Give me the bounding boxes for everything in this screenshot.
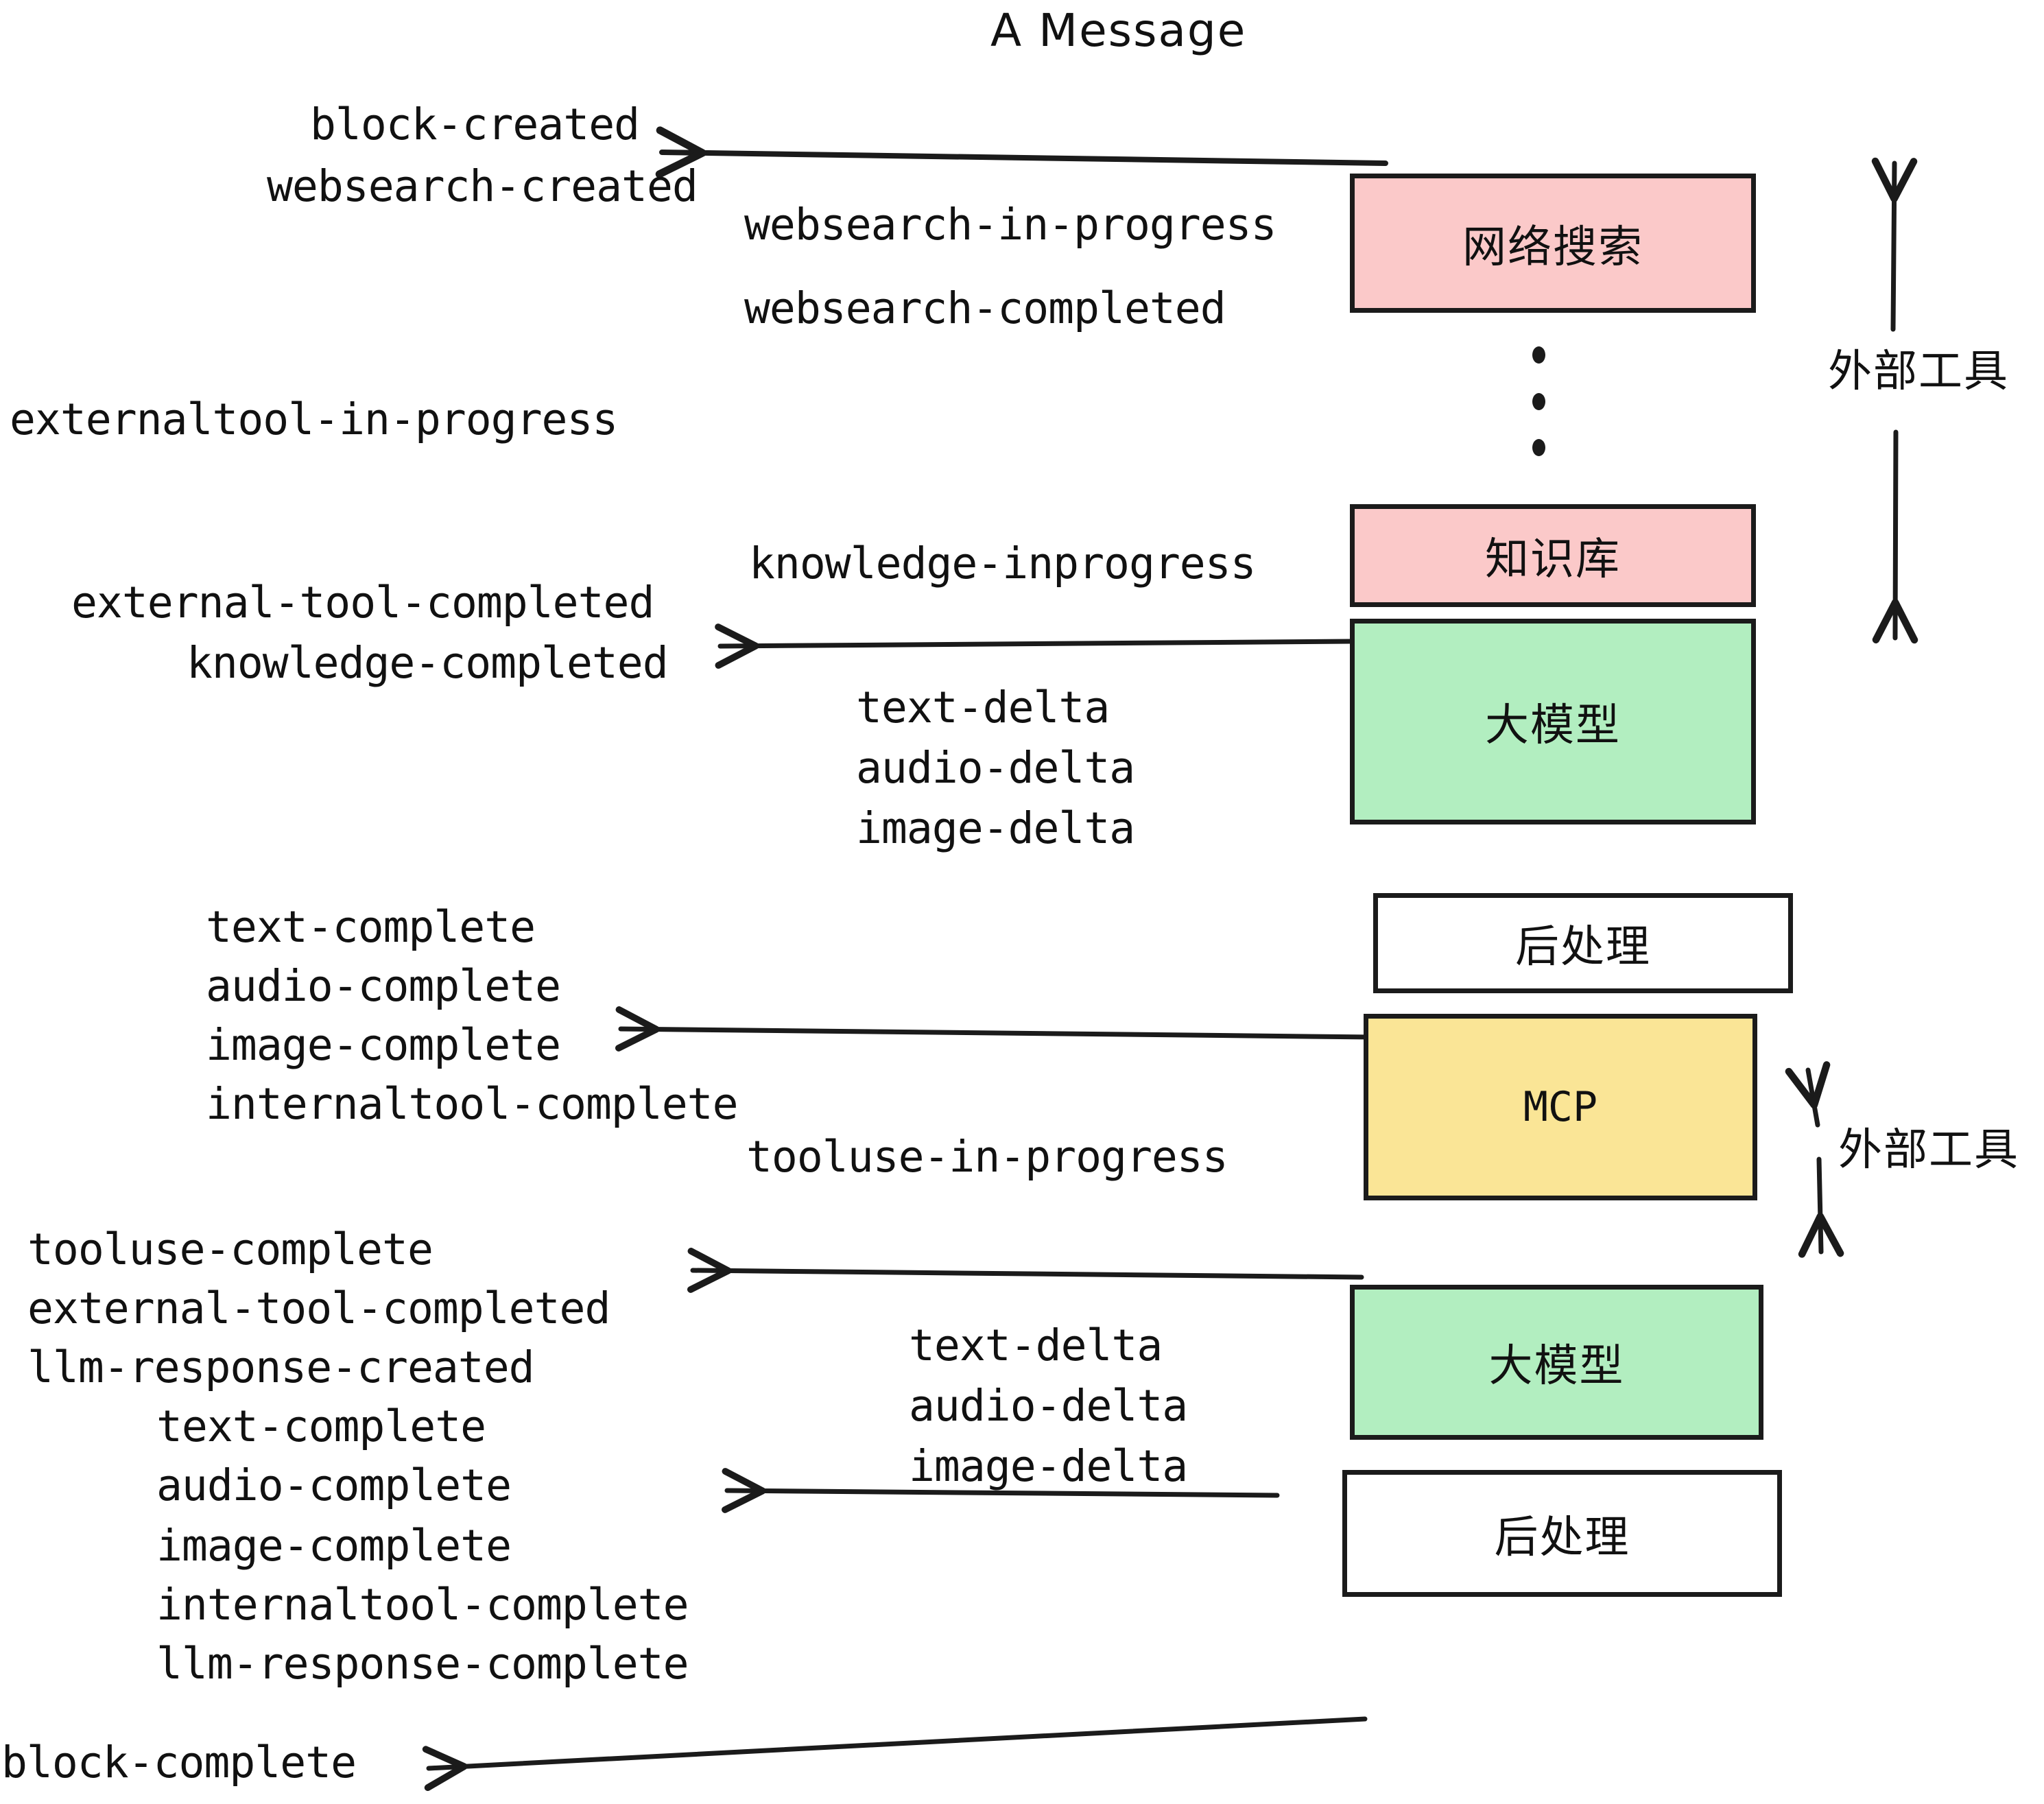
- event-audio-complete-2: audio-complete: [156, 1460, 512, 1510]
- node-knowledge-base: 知识库: [1350, 504, 1756, 607]
- node-llm-2: 大模型: [1350, 1285, 1763, 1440]
- event-knowledge-inprogress: knowledge-inprogress: [749, 538, 1257, 589]
- event-text-delta-1: text-delta: [856, 683, 1110, 733]
- event-audio-delta-1: audio-delta: [856, 743, 1135, 793]
- node-label: MCP: [1523, 1083, 1598, 1131]
- event-block-complete: block-complete: [1, 1737, 357, 1788]
- event-external-tool-completed-2: external-tool-completed: [27, 1283, 610, 1333]
- event-internaltool-complete-2: internaltool-complete: [156, 1580, 689, 1630]
- node-label: 网络搜索: [1462, 222, 1643, 273]
- event-text-complete-1: text-complete: [206, 902, 536, 952]
- node-mcp: MCP: [1364, 1014, 1757, 1200]
- event-websearch-in-progress: websearch-in-progress: [744, 200, 1277, 250]
- arrow-mcp-to-tooluse-complete: [687, 1248, 1364, 1293]
- event-externaltool-in-progress: externaltool-in-progress: [10, 394, 618, 444]
- node-postprocess-2: 后处理: [1342, 1470, 1782, 1597]
- event-image-complete-2: image-complete: [156, 1521, 512, 1571]
- event-tooluse-in-progress: tooluse-in-progress: [746, 1132, 1228, 1182]
- event-block-created: block-created: [310, 99, 640, 150]
- event-audio-complete-1: audio-complete: [206, 961, 561, 1011]
- node-label: 大模型: [1485, 700, 1621, 751]
- arrow-postprocess-to-image-complete: [615, 1006, 1376, 1052]
- event-llm-response-complete: llm-response-complete: [156, 1639, 689, 1689]
- event-text-delta-2: text-delta: [909, 1320, 1163, 1370]
- node-web-search: 网络搜索: [1350, 174, 1756, 313]
- event-external-tool-completed-1: external-tool-completed: [71, 578, 654, 628]
- node-label: 大模型: [1488, 1341, 1625, 1392]
- node-label: 知识库: [1485, 534, 1621, 585]
- event-internaltool-complete-1: internaltool-complete: [206, 1079, 739, 1129]
- event-llm-response-created: llm-response-created: [27, 1342, 535, 1392]
- page-title: A Message: [990, 4, 1247, 57]
- side-label-external-tool-1: 外部工具: [1828, 346, 2009, 397]
- node-postprocess-1: 后处理: [1373, 893, 1793, 993]
- event-image-delta-2: image-delta: [909, 1441, 1188, 1491]
- event-knowledge-completed: knowledge-completed: [187, 638, 669, 688]
- external-tool-arrow-2: [1785, 1061, 1844, 1258]
- event-tooluse-complete: tooluse-complete: [27, 1224, 433, 1274]
- arrow-knowledge-to-knowledge-completed: [715, 624, 1353, 669]
- event-image-delta-1: image-delta: [856, 803, 1135, 853]
- node-label: 后处理: [1515, 922, 1651, 973]
- event-image-complete-1: image-complete: [206, 1020, 561, 1070]
- external-tool-arrow-1: [1871, 157, 1918, 644]
- node-label: 后处理: [1494, 1512, 1630, 1563]
- arrow-llm-to-audio-complete: [722, 1468, 1280, 1513]
- arrow-postprocess-to-block-complete: [422, 1716, 1368, 1792]
- event-audio-delta-2: audio-delta: [909, 1381, 1188, 1431]
- event-websearch-created: websearch-created: [267, 161, 698, 211]
- ellipsis-dots: [1531, 346, 1546, 456]
- arrow-websearch-to-block-created: [655, 126, 1388, 178]
- event-text-complete-2: text-complete: [156, 1401, 486, 1451]
- node-llm-1: 大模型: [1350, 619, 1756, 824]
- event-websearch-completed: websearch-completed: [744, 283, 1226, 333]
- side-label-external-tool-2: 外部工具: [1838, 1125, 2019, 1176]
